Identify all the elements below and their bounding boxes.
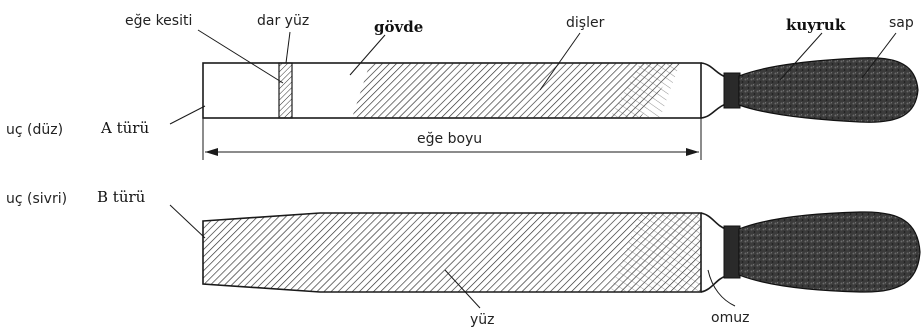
file-b-tang <box>700 212 727 293</box>
length-dim-arrow-right <box>686 148 699 156</box>
label-omuz: omuz <box>711 310 749 326</box>
file-a <box>202 57 919 160</box>
leader-ege-kesiti <box>197 29 284 84</box>
leader-govde <box>349 34 386 76</box>
leader-omuz <box>707 269 736 307</box>
label-kuyruk: kuyruk <box>786 16 846 34</box>
leader-kuyruk <box>779 32 823 81</box>
label-dar-yuz: dar yüz <box>257 13 309 29</box>
file-a-ferrule <box>723 72 741 109</box>
label-yuz: yüz <box>470 312 495 328</box>
file-a-handle <box>738 57 919 123</box>
file-b <box>202 211 921 293</box>
labels: eğe kesiti dar yüz gövde dişler kuyruk s… <box>6 13 914 328</box>
label-disler: dişler <box>566 15 605 31</box>
leader-yuz <box>444 269 481 309</box>
file-a-teeth <box>352 63 680 118</box>
file-a-tang <box>700 62 727 119</box>
leader-lines <box>169 29 897 309</box>
label-ege-boyu: eğe boyu <box>417 131 482 147</box>
leader-uc-sivri <box>169 204 206 239</box>
label-govde: gövde <box>374 18 423 36</box>
leader-disler <box>539 32 581 91</box>
file-b-handle <box>738 211 921 293</box>
leader-dar-yuz <box>285 31 291 64</box>
length-dim-arrow-left <box>205 148 218 156</box>
file-a-teeth-overlay <box>610 63 680 118</box>
label-uc-duz: uç (düz) <box>6 122 63 138</box>
label-b-turu: B türü <box>97 188 146 206</box>
leader-sap <box>861 32 897 79</box>
label-uc-sivri: uç (sivri) <box>6 191 67 207</box>
file-a-cross-section <box>278 62 293 119</box>
label-sap: sap <box>889 15 914 31</box>
file-b-ferrule <box>723 225 741 279</box>
label-a-turu: A türü <box>100 119 149 137</box>
leader-uc-duz <box>169 105 206 125</box>
file-b-teeth-overlay <box>610 213 701 292</box>
label-ege-kesiti: eğe kesiti <box>125 13 192 29</box>
